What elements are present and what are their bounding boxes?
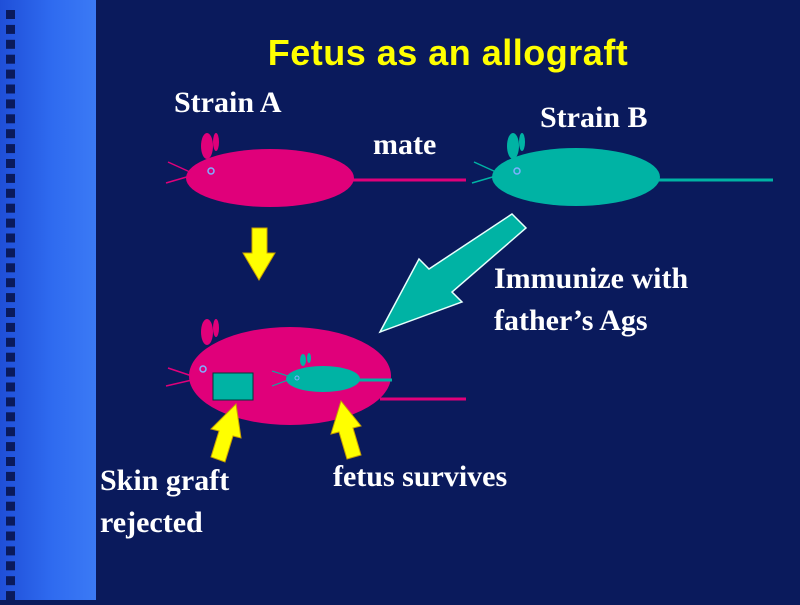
fetus-pointer-arrow-icon (330, 399, 362, 460)
strain-a-label: Strain A (174, 86, 282, 119)
sidebar-square (6, 516, 15, 526)
strain-b-label: Strain B (540, 101, 648, 134)
fetus-survives-label: fetus survives (333, 460, 508, 493)
sidebar-square (6, 39, 15, 49)
sidebar-square (6, 427, 15, 437)
sidebar-square (6, 561, 15, 571)
sidebar-square (6, 54, 15, 64)
sidebar-squares (6, 10, 15, 601)
fetus-mouse-icon (271, 353, 392, 392)
sidebar-square (6, 233, 15, 243)
sidebar-square (6, 352, 15, 362)
sidebar-square (6, 203, 15, 213)
sidebar-square (6, 322, 15, 332)
sidebar-square (6, 442, 15, 452)
sidebar-square (6, 159, 15, 168)
skin-graft-label: Skin graft rejected (100, 460, 229, 544)
sidebar-square (6, 218, 15, 228)
arrow-diagonal-icon (378, 213, 528, 334)
sidebar-square (6, 412, 15, 422)
sidebar-square (6, 144, 15, 154)
arrow-down-icon (242, 227, 276, 281)
skin-graft-label-line1: Skin graft (100, 464, 230, 497)
immunize-label-line2: father’s Ags (494, 304, 648, 337)
sidebar-square (6, 382, 15, 392)
skin-graft-label-line2: rejected (100, 506, 203, 539)
sidebar-square (6, 367, 15, 377)
sidebar-square (6, 10, 15, 19)
mate-label: mate (373, 128, 437, 161)
immunize-label: Immunize with father’s Ags (494, 258, 688, 342)
sidebar-square (6, 308, 15, 317)
sidebar-square (6, 471, 15, 481)
immunize-label-line1: Immunize with (494, 262, 689, 295)
strain-a-mouse-icon (165, 133, 466, 207)
sidebar-square (6, 69, 15, 79)
sidebar-square (6, 84, 15, 94)
sidebar-square (6, 173, 15, 183)
sidebar-square (6, 337, 15, 347)
sidebar-square (6, 293, 15, 303)
sidebar-square (6, 531, 15, 541)
sidebar-square (6, 129, 15, 139)
sidebar-square (6, 397, 15, 407)
strain-b-mouse-icon (471, 133, 773, 206)
skin-graft-pointer-arrow-icon (210, 402, 242, 463)
sidebar-square (6, 486, 15, 496)
sidebar-square (6, 546, 15, 556)
sidebar-square (6, 278, 15, 288)
sidebar-square (6, 188, 15, 198)
sidebar-square (6, 576, 15, 586)
sidebar-square (6, 263, 15, 273)
sidebar-square (6, 501, 15, 511)
sidebar-square (6, 457, 15, 466)
sidebar-square (6, 114, 15, 124)
skin-graft-patch-icon (212, 372, 254, 401)
sidebar-decoration (0, 0, 96, 601)
sidebar-square (6, 99, 15, 109)
slide-title: Fetus as an allograft (267, 32, 629, 73)
sidebar-square (6, 24, 15, 34)
sidebar-square (6, 248, 15, 258)
sidebar-square (6, 591, 15, 601)
